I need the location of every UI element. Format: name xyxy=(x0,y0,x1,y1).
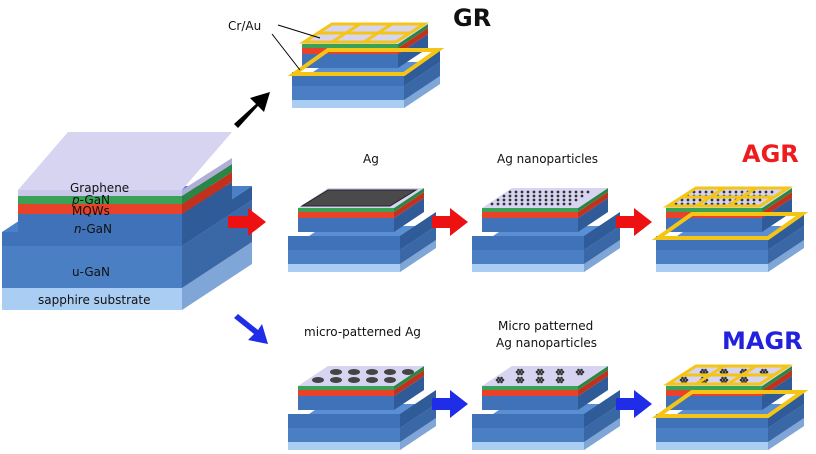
gr-title: GR xyxy=(453,4,491,32)
p-gan-layer-label: p-GaN xyxy=(71,193,110,207)
black-arrow xyxy=(234,92,270,128)
micro-patterned-ag-np-label-line2: Ag nanoparticles xyxy=(496,336,597,350)
agr-device xyxy=(651,186,809,272)
n-gan-layer-label: n-GaN xyxy=(74,222,112,236)
ag-device xyxy=(288,188,436,272)
sapphire-substrate-label: sapphire substrate xyxy=(38,293,150,307)
cr-au-label: Cr/Au xyxy=(228,19,261,33)
micro-patterned-ag-label: micro-patterned Ag xyxy=(304,325,421,339)
blue-arrow-diagonal xyxy=(234,314,268,344)
red-arrow-3 xyxy=(616,208,652,236)
magr-title: MAGR xyxy=(722,327,803,355)
u-gan-layer-label: u-GaN xyxy=(72,265,110,279)
magr-device xyxy=(651,364,809,450)
large-led-stack xyxy=(2,132,252,310)
blue-arrow-1 xyxy=(432,390,468,418)
micro-patterned-ag-np-label-line1: Micro patterned xyxy=(498,319,593,333)
blue-arrow-2 xyxy=(616,390,652,418)
cr-au-pointer-bottom xyxy=(271,33,301,71)
ag-label: Ag xyxy=(363,152,379,166)
red-arrow-1 xyxy=(228,208,266,236)
ag-nanoparticles-label: Ag nanoparticles xyxy=(497,152,598,166)
micro-patterned-ag-nanoparticles-device xyxy=(472,366,620,450)
agr-title: AGR xyxy=(742,140,799,168)
gr-device xyxy=(287,22,445,108)
red-arrow-2 xyxy=(432,208,468,236)
cr-au-pointer-top xyxy=(277,24,321,39)
ag-nanoparticles-device xyxy=(472,188,620,272)
mqws-layer-label: MQWs xyxy=(72,204,110,218)
micro-patterned-ag-device xyxy=(288,366,436,450)
graphene-layer-label: Graphene xyxy=(70,181,129,195)
